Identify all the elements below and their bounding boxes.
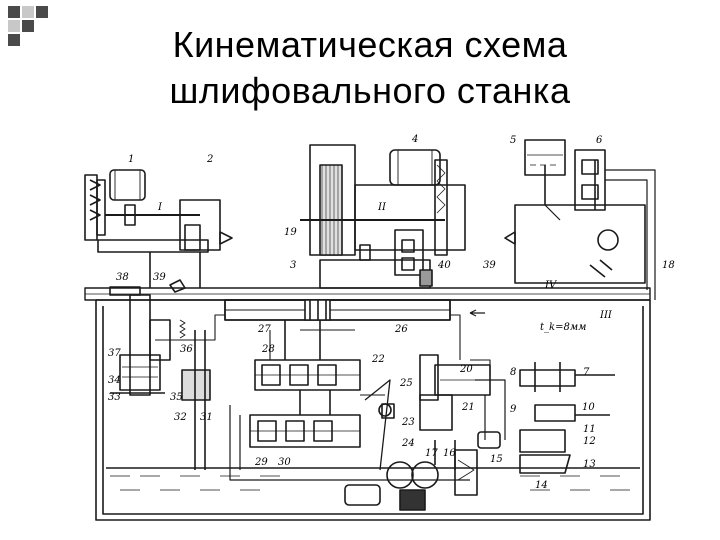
- label-34: 34: [108, 375, 121, 386]
- label-shaft-I: I: [157, 202, 163, 213]
- label-32: 32: [174, 412, 187, 423]
- label-29: 29: [254, 457, 268, 468]
- label-23: 23: [401, 417, 415, 428]
- label-36: 36: [180, 344, 193, 355]
- label-11: 11: [583, 424, 596, 435]
- label-18: 18: [662, 260, 675, 271]
- label-2: 2: [206, 154, 213, 165]
- label-31: 31: [200, 412, 213, 423]
- slide-title: Кинематическая схема шлифовального станк…: [0, 22, 720, 114]
- label-27: 27: [257, 324, 271, 335]
- label-13: 13: [583, 459, 596, 470]
- label-40: 40: [437, 260, 451, 271]
- label-33: 33: [108, 392, 121, 403]
- valve-block-29: [229, 390, 470, 481]
- label-22: 22: [371, 354, 385, 365]
- label-5: 5: [510, 135, 516, 146]
- headstock: [84, 169, 233, 288]
- label-7: 7: [583, 367, 590, 378]
- label-17: 17: [425, 448, 438, 459]
- label-37: 37: [108, 348, 121, 359]
- bullet-square-dark: [36, 6, 48, 18]
- label-19: 19: [284, 227, 297, 238]
- label-6: 6: [596, 135, 603, 146]
- label-10: 10: [582, 402, 595, 413]
- bullet-square-light: [22, 6, 34, 18]
- title-line-1: Кинематическая схема: [172, 24, 568, 65]
- label-12: 12: [583, 436, 596, 447]
- label-28: 28: [261, 344, 275, 355]
- label-35: 35: [170, 392, 183, 403]
- label-21: 21: [461, 402, 475, 413]
- part-labels: 1 2 3 4 5 6 7 8 9 10 11 12 13 14 15 16 1…: [108, 134, 675, 491]
- wheel-head: [300, 144, 466, 289]
- corner-bullet-decoration: [0, 0, 60, 50]
- label-39b: 39: [483, 260, 496, 271]
- label-20: 20: [459, 364, 473, 375]
- label-15: 15: [490, 454, 503, 465]
- valve-block-28: [254, 320, 361, 391]
- label-25: 25: [399, 378, 413, 389]
- bullet-square-dark: [8, 34, 20, 46]
- label-shaft-III: III: [599, 310, 613, 321]
- bullet-square-dark: [8, 6, 20, 18]
- title-line-2: шлифовального станка: [169, 70, 571, 111]
- pipes: [155, 314, 491, 396]
- right-hydraulic-group: [419, 354, 615, 474]
- tailstock: [504, 139, 656, 300]
- table-cylinder: [224, 299, 485, 321]
- label-1: 1: [128, 154, 134, 165]
- bullet-square-dark: [22, 20, 34, 32]
- label-feed-tk: t_k=8мм: [540, 322, 586, 333]
- label-38: 38: [116, 272, 129, 283]
- label-24: 24: [401, 438, 415, 449]
- label-8: 8: [510, 367, 516, 378]
- label-30: 30: [278, 457, 291, 468]
- pump-unit: [344, 440, 478, 511]
- label-3: 3: [290, 260, 296, 271]
- label-shaft-IV: IV: [544, 280, 558, 291]
- label-9: 9: [510, 404, 517, 415]
- label-14: 14: [535, 480, 548, 491]
- label-39: 39: [153, 272, 166, 283]
- bullet-square-light: [8, 20, 20, 32]
- label-shaft-II: II: [377, 202, 387, 213]
- label-26: 26: [394, 324, 408, 335]
- label-4: 4: [411, 134, 418, 145]
- lever-group: [364, 379, 395, 471]
- left-hydraulic-group: [109, 279, 211, 470]
- label-16: 16: [443, 448, 456, 459]
